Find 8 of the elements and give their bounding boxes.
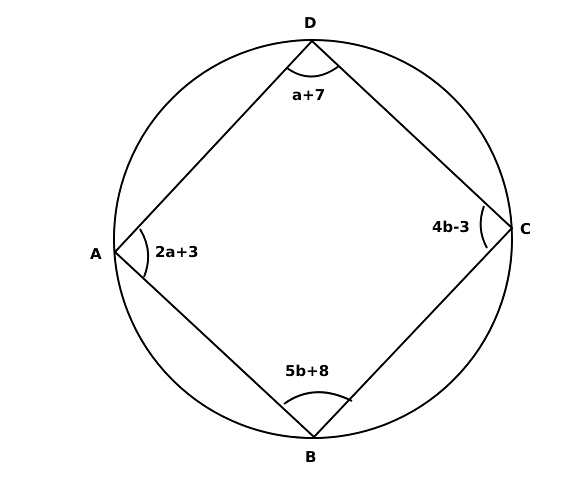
angle-label: 5b+8 bbox=[285, 362, 330, 380]
vertex-label: D bbox=[304, 14, 316, 32]
angle-label: 4b-3 bbox=[432, 218, 470, 236]
angle-label: 2a+3 bbox=[155, 243, 199, 261]
angle-label: a+7 bbox=[292, 86, 326, 104]
vertex-label: A bbox=[90, 245, 102, 263]
vertex-label: C bbox=[520, 220, 532, 238]
vertex-label: B bbox=[305, 448, 316, 466]
